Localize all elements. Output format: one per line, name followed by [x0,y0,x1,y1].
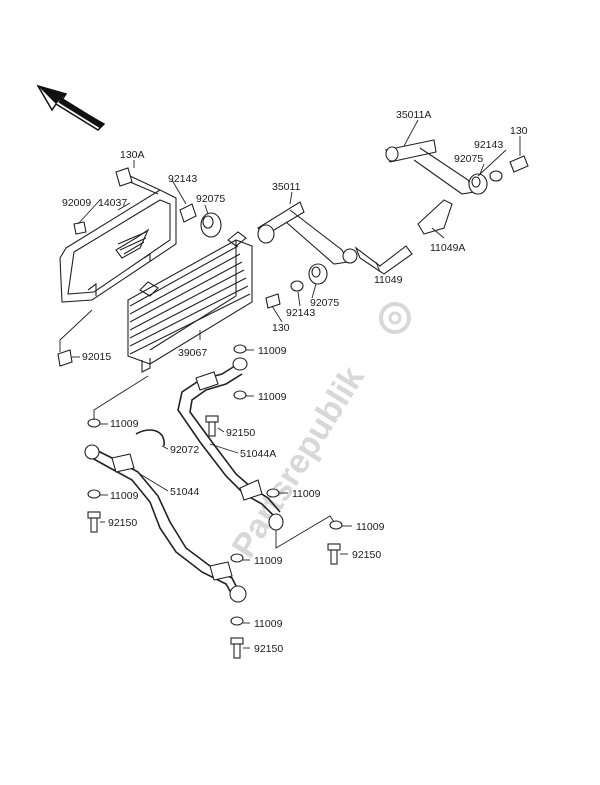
label-92143-right: 92143 [474,139,503,151]
oil-hose-51044 [84,444,247,603]
label-51044: 51044 [170,486,199,498]
label-11009-b: 11009 [258,391,287,403]
label-11009-a: 11009 [258,345,287,357]
label-92143-middle: 92143 [286,307,315,319]
washer-11009-f [329,520,343,530]
collar-92143-middle [290,280,304,292]
label-130-middle: 130 [272,322,290,334]
grommet-92075-middle [308,263,328,285]
label-39067: 39067 [178,347,207,359]
washer-11009-h [230,616,244,626]
label-11009-f: 11009 [356,521,385,533]
grommet-92075-upper [200,212,222,238]
collar-92143-right [489,170,503,182]
bracket-35011A [385,139,475,195]
washer-11009-e [87,489,101,499]
cooler-guard-14037 [59,189,177,303]
bolt-130-right [509,155,529,173]
label-92072: 92072 [170,444,199,456]
bolt-92150-d [230,637,244,659]
label-92075-right: 92075 [454,153,483,165]
label-92009: 92009 [62,197,91,209]
washer-11009-d [266,488,280,498]
label-11009-c: 11009 [110,418,139,430]
leader-lines [59,119,521,649]
label-11049: 11049 [374,274,403,286]
grommet-92075-right [468,173,488,195]
bolt-130A [115,167,161,195]
label-92150-b: 92150 [108,517,137,529]
bolt-92150-b [87,511,101,533]
bracket-11049 [354,245,413,275]
washer-11009-c [87,418,101,428]
label-130A: 130A [120,149,145,161]
screw-92009 [73,221,87,235]
hose-clamp-92072 [135,429,165,447]
front-direction-arrow-icon [36,84,106,131]
label-11009-h: 11009 [254,618,283,630]
bracket-35011 [257,201,358,265]
label-14037: 14037 [98,197,127,209]
part-labels: 130A 92143 92075 92009 14037 92015 39067… [62,109,528,655]
label-35011A: 35011A [396,109,431,121]
label-92150-d: 92150 [254,643,283,655]
oil-hose-51044A [177,357,284,531]
bolt-92150-c [327,543,341,565]
bolt-130-middle [265,293,281,309]
clip-92015 [57,349,73,367]
label-92075-upper: 92075 [196,193,225,205]
label-51044A: 51044A [240,448,276,460]
watermark-gear-icon [379,302,411,334]
bolt-92150-a [205,415,219,437]
washer-11009-g [230,553,244,563]
label-92143-upper: 92143 [168,173,197,185]
label-92150-a: 92150 [226,427,255,439]
label-11009-g: 11009 [254,555,283,567]
watermark-text: Partsrepublik [225,360,372,564]
label-11049A: 11049A [430,242,465,254]
washer-11009-a [233,344,247,354]
label-35011: 35011 [272,181,301,193]
bracket-11049A [417,199,453,235]
label-92075-middle: 92075 [310,297,339,309]
label-11009-e: 11009 [110,490,139,502]
label-130-right: 130 [510,125,528,137]
oil-cooler-39067 [127,231,253,373]
washer-11009-b [233,390,247,400]
label-92015: 92015 [82,351,111,363]
label-11009-d: 11009 [292,488,321,500]
label-92150-c: 92150 [352,549,381,561]
collar-92143-upper [179,203,197,223]
